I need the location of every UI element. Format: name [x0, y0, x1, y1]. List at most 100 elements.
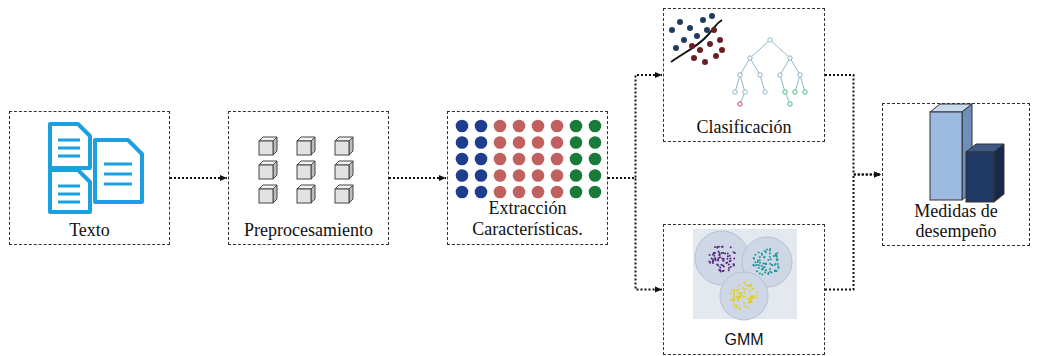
feature-dot: [532, 120, 545, 133]
gmm-point: [772, 264, 774, 266]
feature-dot: [589, 120, 602, 133]
gmm-point: [714, 258, 716, 260]
gmm-point: [759, 273, 761, 275]
gmm-point: [777, 266, 779, 268]
cube-grid: [259, 137, 353, 203]
gmm-point: [708, 261, 710, 263]
gmm-point: [733, 293, 735, 295]
gmm-point: [733, 251, 735, 253]
class-dot: [697, 47, 703, 53]
cube-side: [273, 161, 277, 179]
feature-dot: [456, 153, 469, 166]
cube-front: [297, 165, 311, 179]
class-dot: [673, 45, 679, 51]
feature-dot: [494, 186, 507, 199]
cube-side: [311, 185, 315, 203]
gmm-point: [737, 300, 739, 302]
cube-front: [335, 165, 349, 179]
cube-front: [297, 189, 311, 203]
gmm-point: [755, 296, 757, 298]
tree-branch: [770, 40, 790, 58]
gmm-point: [771, 264, 773, 266]
tree-node: [738, 102, 742, 106]
gmm-point: [721, 257, 723, 259]
feature-dot: [494, 153, 507, 166]
gmm-point: [769, 268, 771, 270]
class-dot: [689, 43, 695, 49]
feature-dot: [532, 186, 545, 199]
gmm-point: [736, 289, 738, 291]
feature-dot: [456, 120, 469, 133]
gmm-point: [759, 256, 761, 258]
shape: [693, 229, 797, 319]
gmm-point: [730, 293, 732, 295]
gmm-point: [731, 289, 733, 291]
tree-branch: [750, 40, 770, 58]
gmm-point: [769, 263, 771, 265]
gmm-point: [718, 257, 720, 259]
cube-side: [349, 137, 353, 155]
feature-dot: [589, 186, 602, 199]
box-label: Extracción Características.: [450, 198, 605, 240]
process-box: Medidas de desempeño: [882, 103, 1030, 246]
feature-dot: [589, 169, 602, 182]
gmm-point: [769, 253, 771, 255]
process-box: Texto: [9, 111, 170, 245]
tree-branch: [740, 58, 750, 75]
gmm-point: [750, 296, 752, 298]
cube-front: [259, 165, 273, 179]
cube-side: [311, 137, 315, 155]
classifier-icon: [669, 13, 807, 106]
class-dot: [711, 27, 717, 33]
shape: [671, 20, 722, 62]
gmm-point: [733, 258, 735, 260]
gmm-point: [756, 292, 758, 294]
flow-arrow: [608, 75, 662, 178]
gmm-point: [743, 291, 745, 293]
gmm-point: [754, 261, 756, 263]
gmm-point: [765, 269, 767, 271]
gmm-point: [719, 267, 721, 269]
box-label: Preprocesamiento: [231, 220, 386, 240]
feature-dot: [570, 186, 583, 199]
gmm-point: [747, 285, 749, 287]
gmm-point: [774, 264, 776, 266]
gmm-point: [759, 262, 761, 264]
class-dot: [700, 17, 706, 23]
gmm-point: [766, 249, 768, 251]
feature-dot: [456, 186, 469, 199]
gmm-point: [743, 282, 745, 284]
gmm-point: [764, 272, 766, 274]
gmm-point: [753, 257, 755, 259]
gmm-point: [754, 254, 756, 256]
gmm-point: [725, 262, 727, 264]
gmm-point: [743, 302, 745, 304]
gmm-point: [722, 252, 724, 254]
gmm-point: [722, 246, 724, 248]
flow-arrow: [608, 178, 662, 290]
gmm-point: [729, 257, 731, 259]
gmm-point: [776, 259, 778, 261]
tree-node: [733, 90, 737, 94]
gmm-point: [728, 269, 730, 271]
gmm-point: [752, 264, 754, 266]
tree-node: [798, 73, 802, 77]
flow-arrow: [170, 177, 227, 179]
gmm-point: [733, 264, 735, 266]
box-label: Medidas de desempeño: [885, 201, 1027, 241]
class-dot: [687, 25, 693, 31]
class-dot: [704, 27, 710, 33]
tree-branch: [780, 58, 790, 75]
gmm-point: [726, 262, 728, 264]
feature-dot: [475, 136, 488, 149]
gmm-point: [751, 283, 753, 285]
gmm-point: [753, 295, 755, 297]
feature-dot: [494, 120, 507, 133]
gmm-point: [720, 271, 722, 273]
gmm-point: [723, 266, 725, 268]
feature-dot: [589, 136, 602, 149]
feature-dot: [551, 169, 564, 182]
gmm-point: [759, 259, 761, 261]
gmm-point: [724, 253, 726, 255]
feature-dot: [513, 136, 526, 149]
